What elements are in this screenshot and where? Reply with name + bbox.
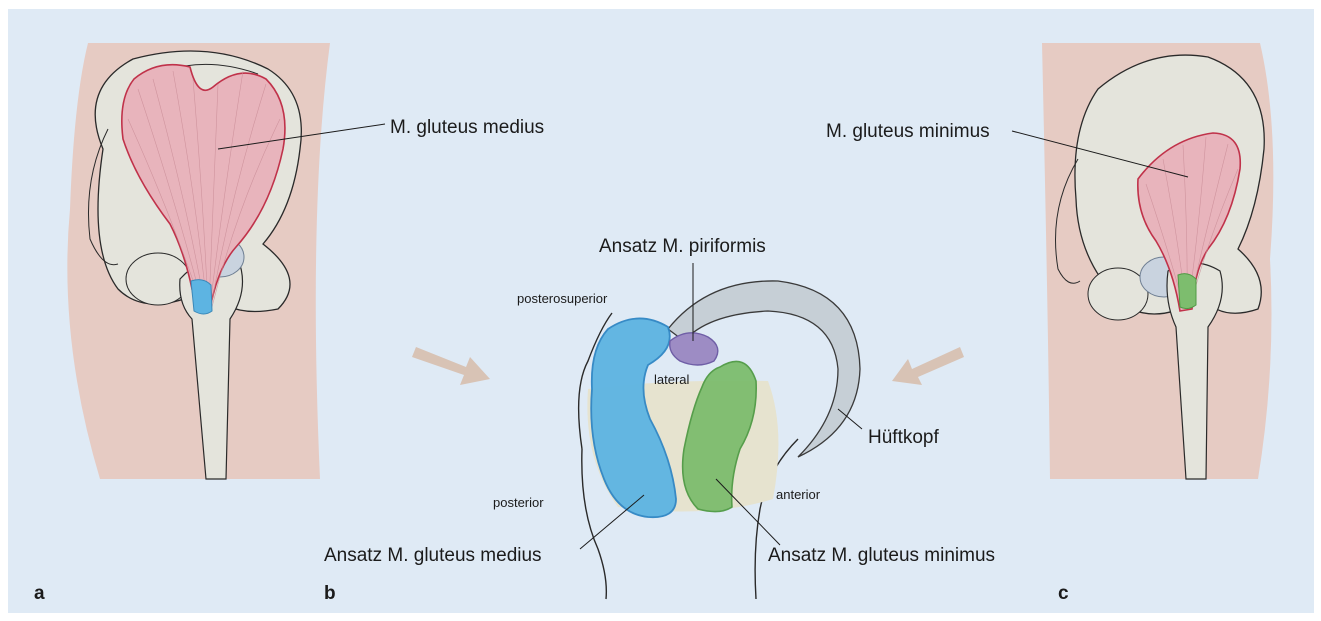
piriformis-insertion-area [670, 333, 718, 365]
panel-c-illustration [1012, 43, 1273, 479]
label-posterosuperior: posterosuperior [517, 291, 608, 306]
obturator-foramen-right [1088, 268, 1148, 320]
arrow-right-down-icon [412, 347, 490, 385]
leader-line-ansatz-medius [580, 495, 644, 549]
label-gluteus-minimus: M. gluteus minimus [826, 121, 990, 142]
figure-canvas: M. gluteus medius a Ansatz M. piriformis… [8, 9, 1314, 613]
panel-a-illustration [67, 43, 385, 479]
anatomy-figure: M. gluteus medius a Ansatz M. piriformis… [8, 9, 1314, 613]
label-posterior: posterior [493, 495, 544, 510]
label-gluteus-medius: M. gluteus medius [390, 117, 544, 138]
panel-label-a: a [34, 583, 45, 604]
label-hueftkopf: Hüftkopf [868, 427, 939, 448]
label-anterior: anterior [776, 487, 821, 502]
panel-label-b: b [324, 583, 336, 604]
minimus-insertion-marker [1178, 274, 1196, 309]
label-ansatz-piriformis: Ansatz M. piriformis [599, 236, 766, 257]
arrow-left-down-icon [892, 347, 964, 385]
label-lateral: lateral [654, 372, 690, 387]
label-ansatz-gluteus-medius: Ansatz M. gluteus medius [324, 545, 542, 566]
medius-insertion-marker [191, 280, 212, 314]
label-ansatz-gluteus-minimus: Ansatz M. gluteus minimus [768, 545, 995, 566]
panel-label-c: c [1058, 583, 1069, 604]
